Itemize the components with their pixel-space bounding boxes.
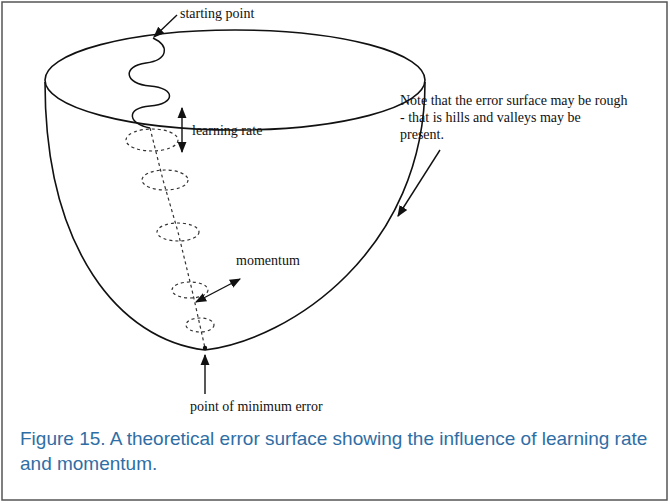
bowl-side [45,82,425,350]
callout-label: starting point [180,5,254,22]
callout-label: momentum [236,252,300,269]
descent-path-hidden [126,128,214,348]
descent-path [129,38,169,128]
leader-arrow [154,15,177,37]
minimum-dot [203,346,207,350]
momentum-arrow [196,279,240,302]
callout-label: learning rate [192,122,262,139]
leader-arrow [398,150,440,216]
learning-rate-arrow [181,108,182,152]
note-text: Note that the error surface may be rough… [400,92,628,143]
figure-caption: Figure 15. A theoretical error surface s… [20,426,660,476]
callout-label: point of minimum error [190,398,323,415]
leader-arrow [204,355,205,394]
bowl-rim [45,30,425,130]
